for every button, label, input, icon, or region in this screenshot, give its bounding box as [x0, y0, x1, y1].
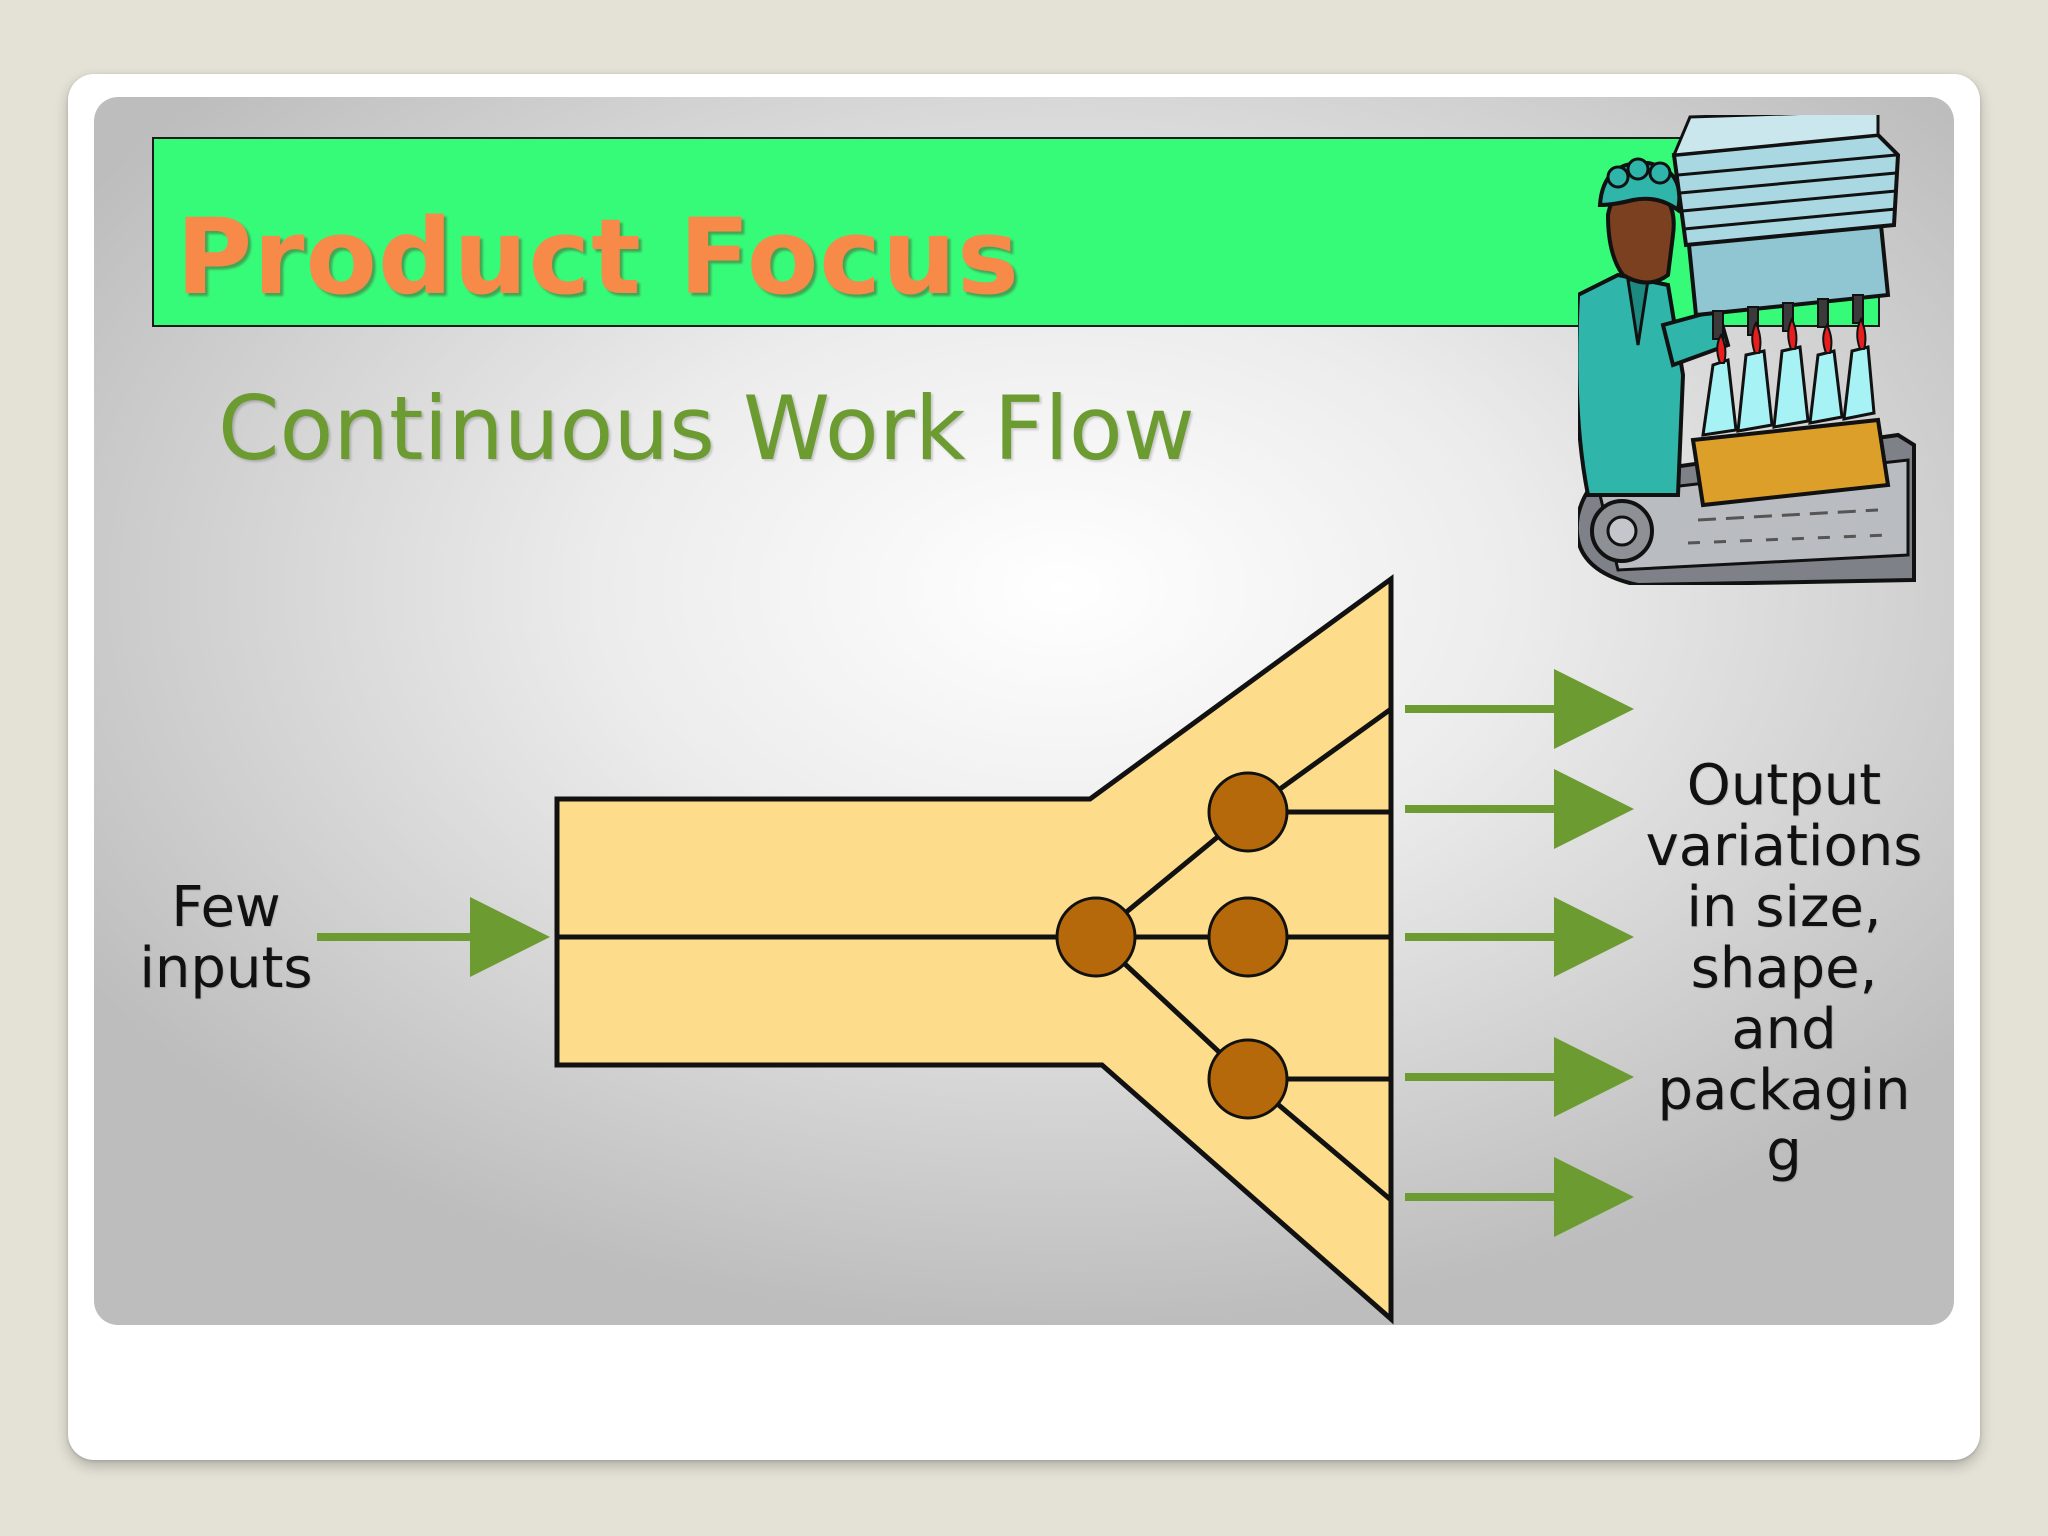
- flow-diagram: [317, 574, 1634, 1325]
- output-label: Output variations in size, shape, and pa…: [1634, 755, 1934, 1182]
- factory-worker-conveyor-icon: [1578, 115, 1916, 585]
- slide: Product Focus Continuous Work Flow: [94, 97, 1954, 1325]
- output-label-line: and: [1731, 997, 1837, 1062]
- process-channel: [554, 574, 1394, 1325]
- input-label: Few inputs: [106, 877, 346, 999]
- process-node: [1207, 896, 1289, 978]
- output-label-line: Output: [1686, 753, 1882, 818]
- output-label-line: packagin: [1657, 1058, 1911, 1123]
- process-node: [1207, 771, 1289, 853]
- slide-subtitle: Continuous Work Flow: [218, 377, 1195, 480]
- output-label-line: shape,: [1690, 936, 1878, 1001]
- input-label-line: Few: [171, 875, 281, 940]
- process-node: [1207, 1038, 1289, 1120]
- output-label-line: variations: [1645, 814, 1923, 879]
- input-label-line: inputs: [139, 936, 313, 1001]
- slide-title: Product Focus: [176, 196, 1020, 318]
- output-label-line: in size,: [1686, 875, 1882, 940]
- output-label-line: g: [1766, 1119, 1802, 1184]
- process-node: [1055, 896, 1137, 978]
